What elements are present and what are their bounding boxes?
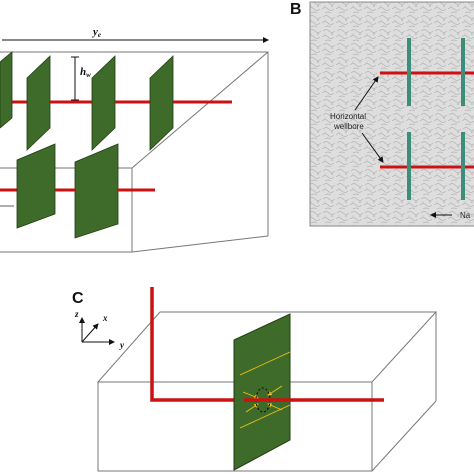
fracture-flow-lines [239, 351, 291, 429]
fracture-row-upper [0, 51, 174, 151]
fracture [149, 55, 174, 151]
callout-arrow-upper [354, 76, 379, 111]
dimension-hw: hw [71, 56, 91, 101]
fracture [16, 143, 56, 229]
reservoir-box-a [0, 51, 269, 253]
dimension-ye: ye [2, 26, 269, 43]
dimension-height-label: hw [80, 66, 91, 79]
dimension-width-label: ye [91, 26, 101, 39]
x-axis-arrow [81, 323, 99, 343]
map-fracture [407, 38, 411, 106]
map-wellbore-upper-group [380, 38, 474, 106]
fracture-row-lower [16, 143, 119, 239]
fracture [91, 55, 116, 151]
map-fracture [461, 38, 465, 106]
axis-label-z: z [74, 309, 79, 319]
map-wellbore-lower-group [380, 132, 474, 200]
callout-label-line1: Horizontal [330, 112, 366, 121]
fracture [0, 51, 13, 129]
map-fracture [407, 132, 411, 200]
map-fracture [461, 132, 465, 200]
wellbore-l-shaped [150, 287, 244, 402]
callout-arrow-lower [361, 132, 384, 163]
fracture [26, 55, 51, 151]
axis-label-x: x [102, 313, 108, 323]
axis-label-y: y [119, 340, 125, 350]
axis-triad [79, 317, 115, 345]
panel-letter-b: B [290, 1, 302, 18]
truncated-label: Na [460, 211, 471, 220]
panel-c: C z x y [72, 287, 438, 472]
panel-a: ye hw [0, 26, 269, 253]
transverse-fracture [233, 313, 291, 471]
panel-b: B Horizontal wellbore Na [290, 1, 474, 227]
panel-letter-c: C [72, 290, 84, 307]
rock-background [309, 1, 474, 227]
callout-label-line2: wellbore [333, 122, 364, 131]
fracture [74, 143, 119, 239]
